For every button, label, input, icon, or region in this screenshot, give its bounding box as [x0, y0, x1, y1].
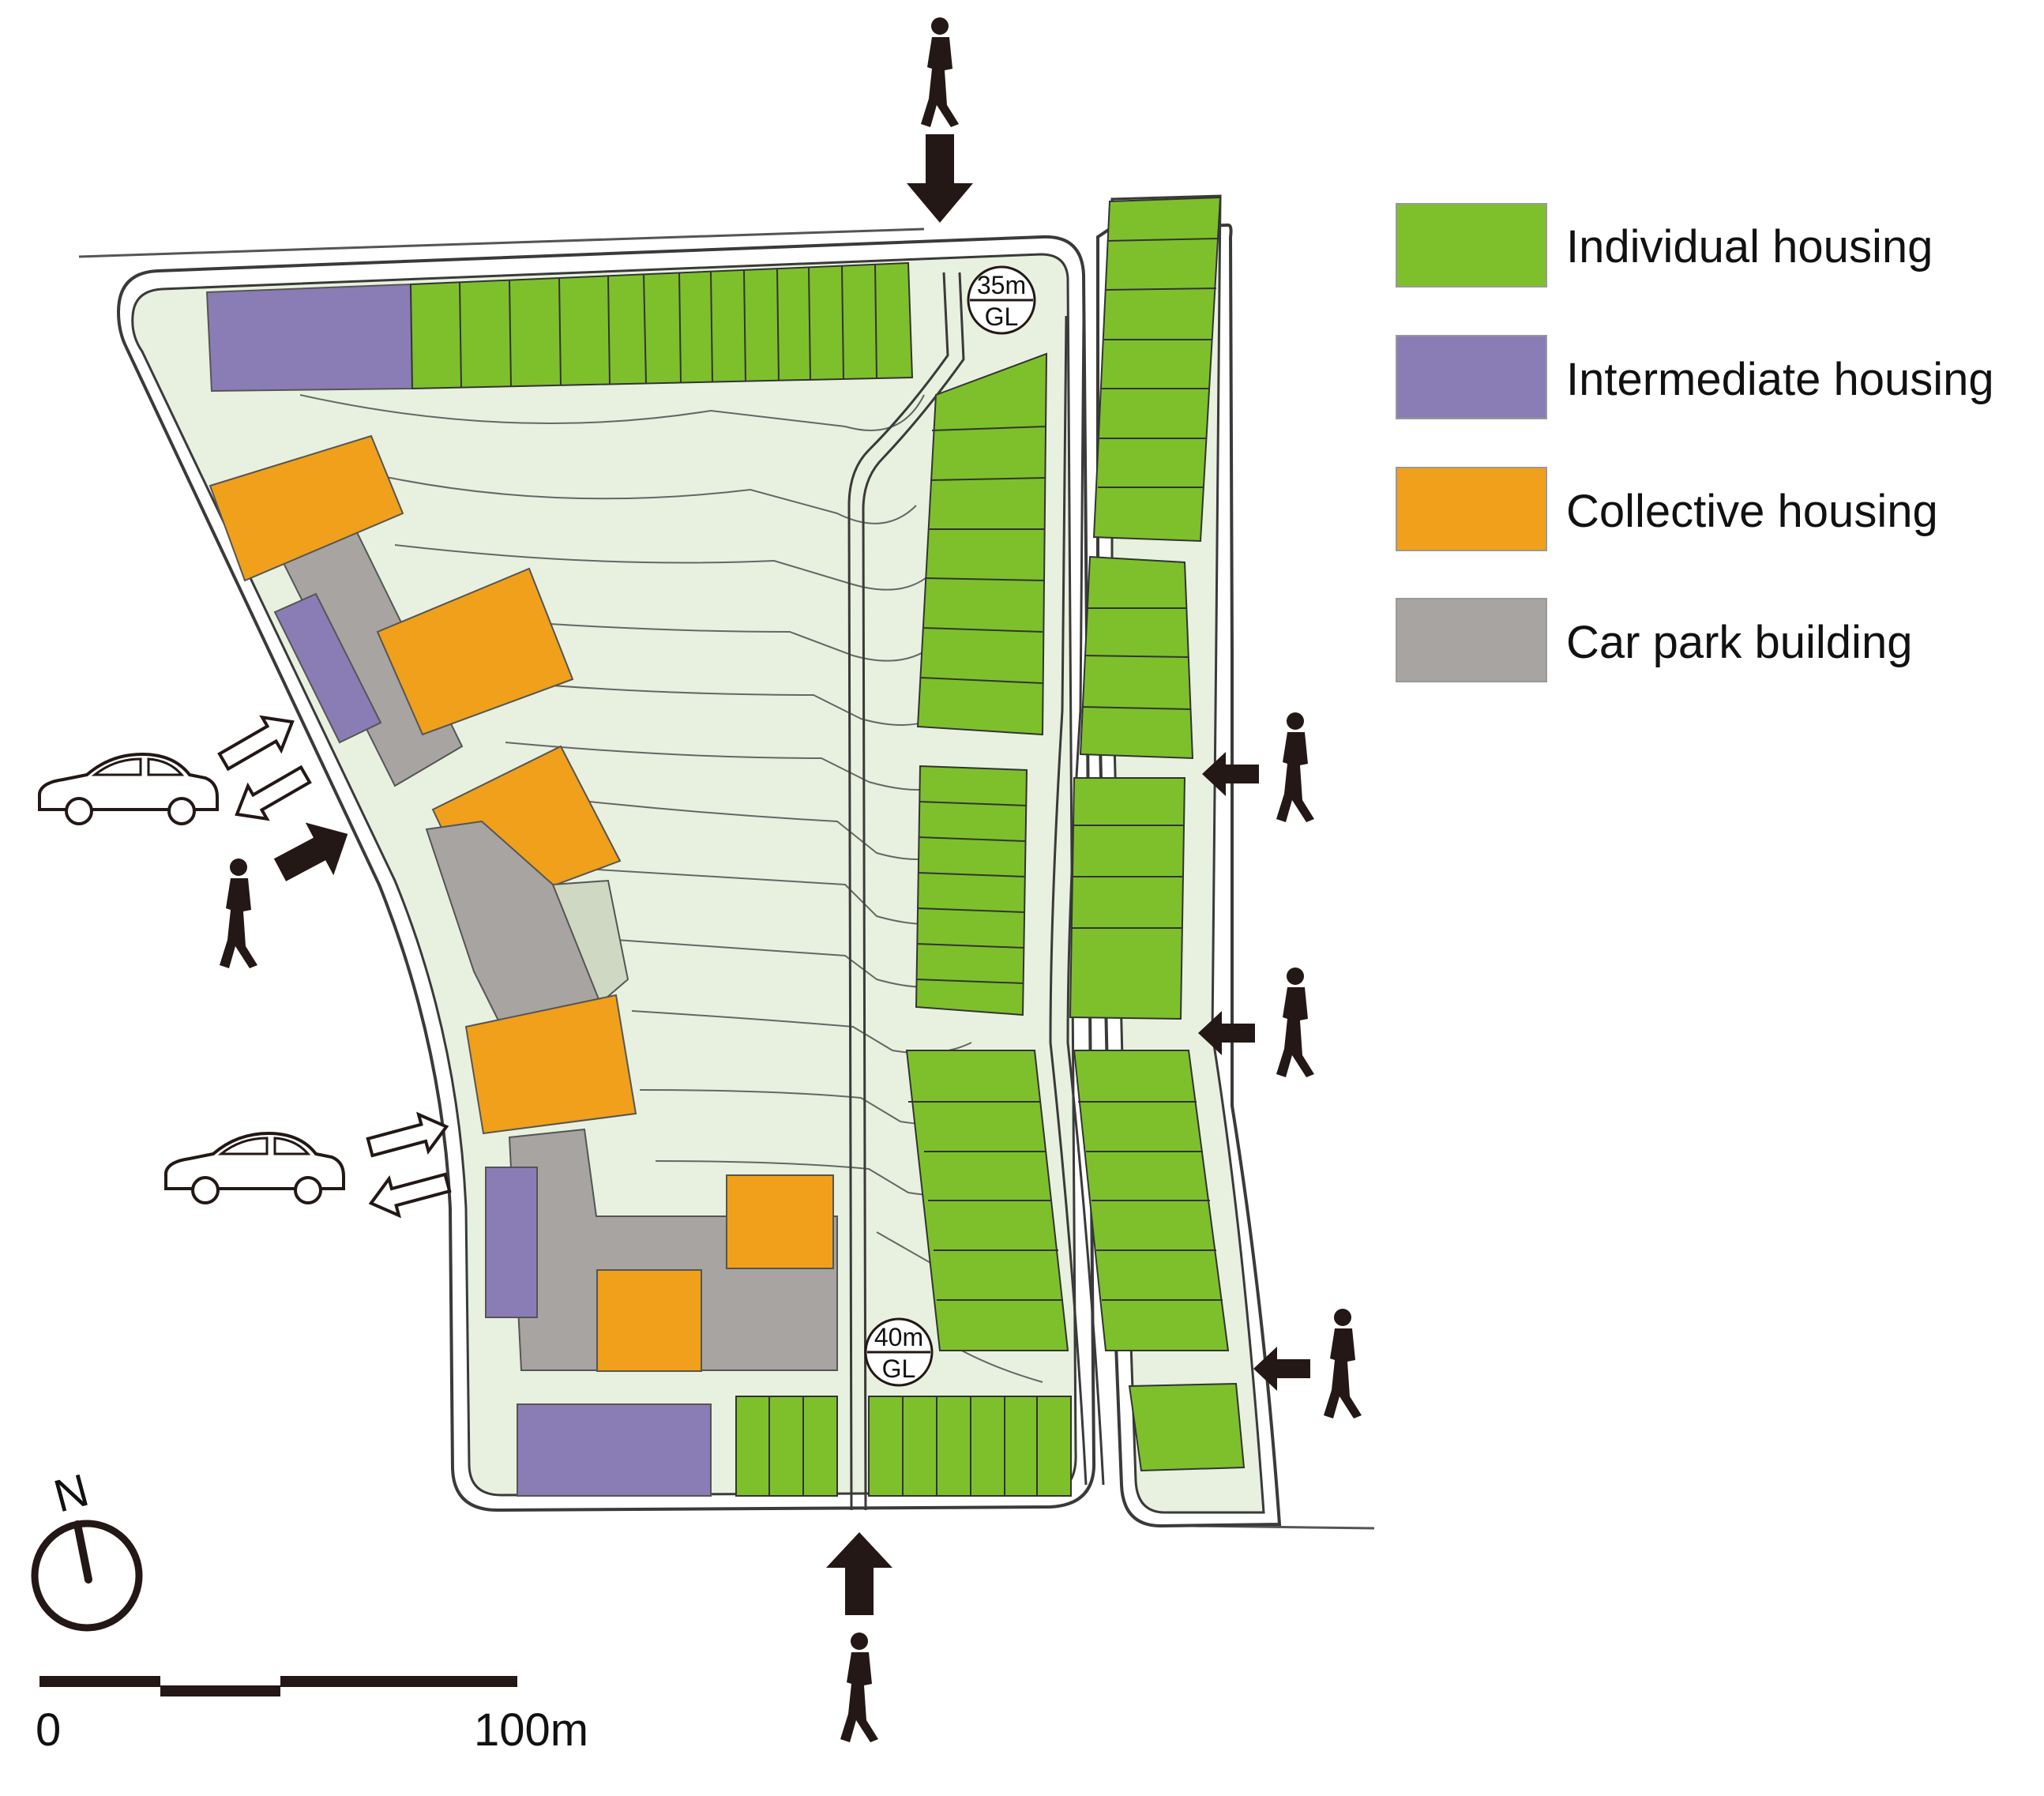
legend-label: Collective housing	[1566, 486, 1938, 537]
legend-label: Individual housing	[1566, 221, 1933, 272]
legend-swatch-carpark	[1396, 598, 1547, 682]
scale-end-label: 100m	[474, 1704, 588, 1756]
legend-label: Car park building	[1566, 617, 1912, 668]
collective-housing-block	[596, 1269, 702, 1372]
individual-housing-dividers	[459, 264, 877, 389]
arrow-icon	[907, 134, 973, 223]
elevation-marker-south: 40m GL	[864, 1317, 934, 1387]
legend-swatch-individual	[1396, 203, 1547, 287]
elevation-marker-north: 35m GL	[967, 265, 1036, 335]
individual-housing-block	[1069, 777, 1186, 1020]
individual-housing-dividers	[1082, 607, 1192, 710]
individual-housing-dividers	[920, 426, 1046, 684]
individual-housing-dividers	[1098, 238, 1219, 488]
individual-housing-block	[916, 352, 1048, 736]
elevation-unit: GL	[985, 302, 1019, 331]
arrow-icon	[265, 807, 363, 896]
street-line	[78, 227, 925, 258]
intermediate-housing-block	[485, 1167, 538, 1318]
intermediate-housing-block	[517, 1403, 712, 1497]
walking-person-icon	[1276, 968, 1314, 1077]
central-footpath	[847, 272, 965, 1511]
individual-housing-dividers	[1078, 1101, 1223, 1301]
arrow-icon	[826, 1532, 892, 1615]
car-icon	[38, 753, 219, 825]
hatched-stairs	[551, 879, 629, 1005]
walking-person-icon	[1276, 712, 1314, 822]
double-arrow-icon	[212, 704, 304, 780]
double-arrow-icon	[225, 757, 317, 832]
individual-housing-block	[915, 765, 1028, 1016]
collective-housing-block	[464, 994, 637, 1135]
individual-housing-block	[1092, 196, 1222, 543]
legend-label: Intermediate housing	[1566, 354, 1994, 405]
walking-person-icon	[840, 1633, 878, 1742]
walking-person-icon	[220, 859, 257, 968]
collective-housing-block	[726, 1174, 834, 1269]
intermediate-housing-block	[273, 592, 382, 744]
individual-housing-block	[735, 1396, 838, 1497]
collective-housing-block	[376, 567, 574, 736]
elevation-unit: GL	[882, 1355, 916, 1383]
walking-person-icon	[921, 17, 959, 127]
scale-start-label: 0	[36, 1704, 61, 1756]
individual-housing-dividers	[908, 1101, 1063, 1301]
car-icon	[164, 1132, 345, 1204]
walking-person-icon	[1324, 1309, 1362, 1418]
legend-swatch-collective	[1396, 467, 1547, 551]
compass: N	[31, 1464, 143, 1632]
double-arrow-icon	[364, 1163, 454, 1223]
individual-housing-dividers	[902, 1396, 1038, 1496]
double-arrow-icon	[363, 1107, 453, 1167]
individual-housing-block	[409, 261, 914, 390]
individual-housing-dividers	[1072, 825, 1185, 929]
legend: Individual housing Intermediate housing …	[1396, 203, 1994, 682]
elevation-value: 35m	[977, 271, 1026, 299]
elevation-value: 40m	[874, 1323, 923, 1351]
collective-housing-block	[209, 434, 404, 582]
scale-bar: 0 100m	[36, 1676, 588, 1756]
car-park-building	[508, 1128, 838, 1371]
individual-housing-dividers	[915, 801, 1028, 984]
individual-housing-block	[1128, 1382, 1246, 1472]
intermediate-housing-block	[205, 283, 414, 393]
north-label: N	[49, 1464, 94, 1523]
legend-swatch-intermediate	[1396, 335, 1547, 419]
